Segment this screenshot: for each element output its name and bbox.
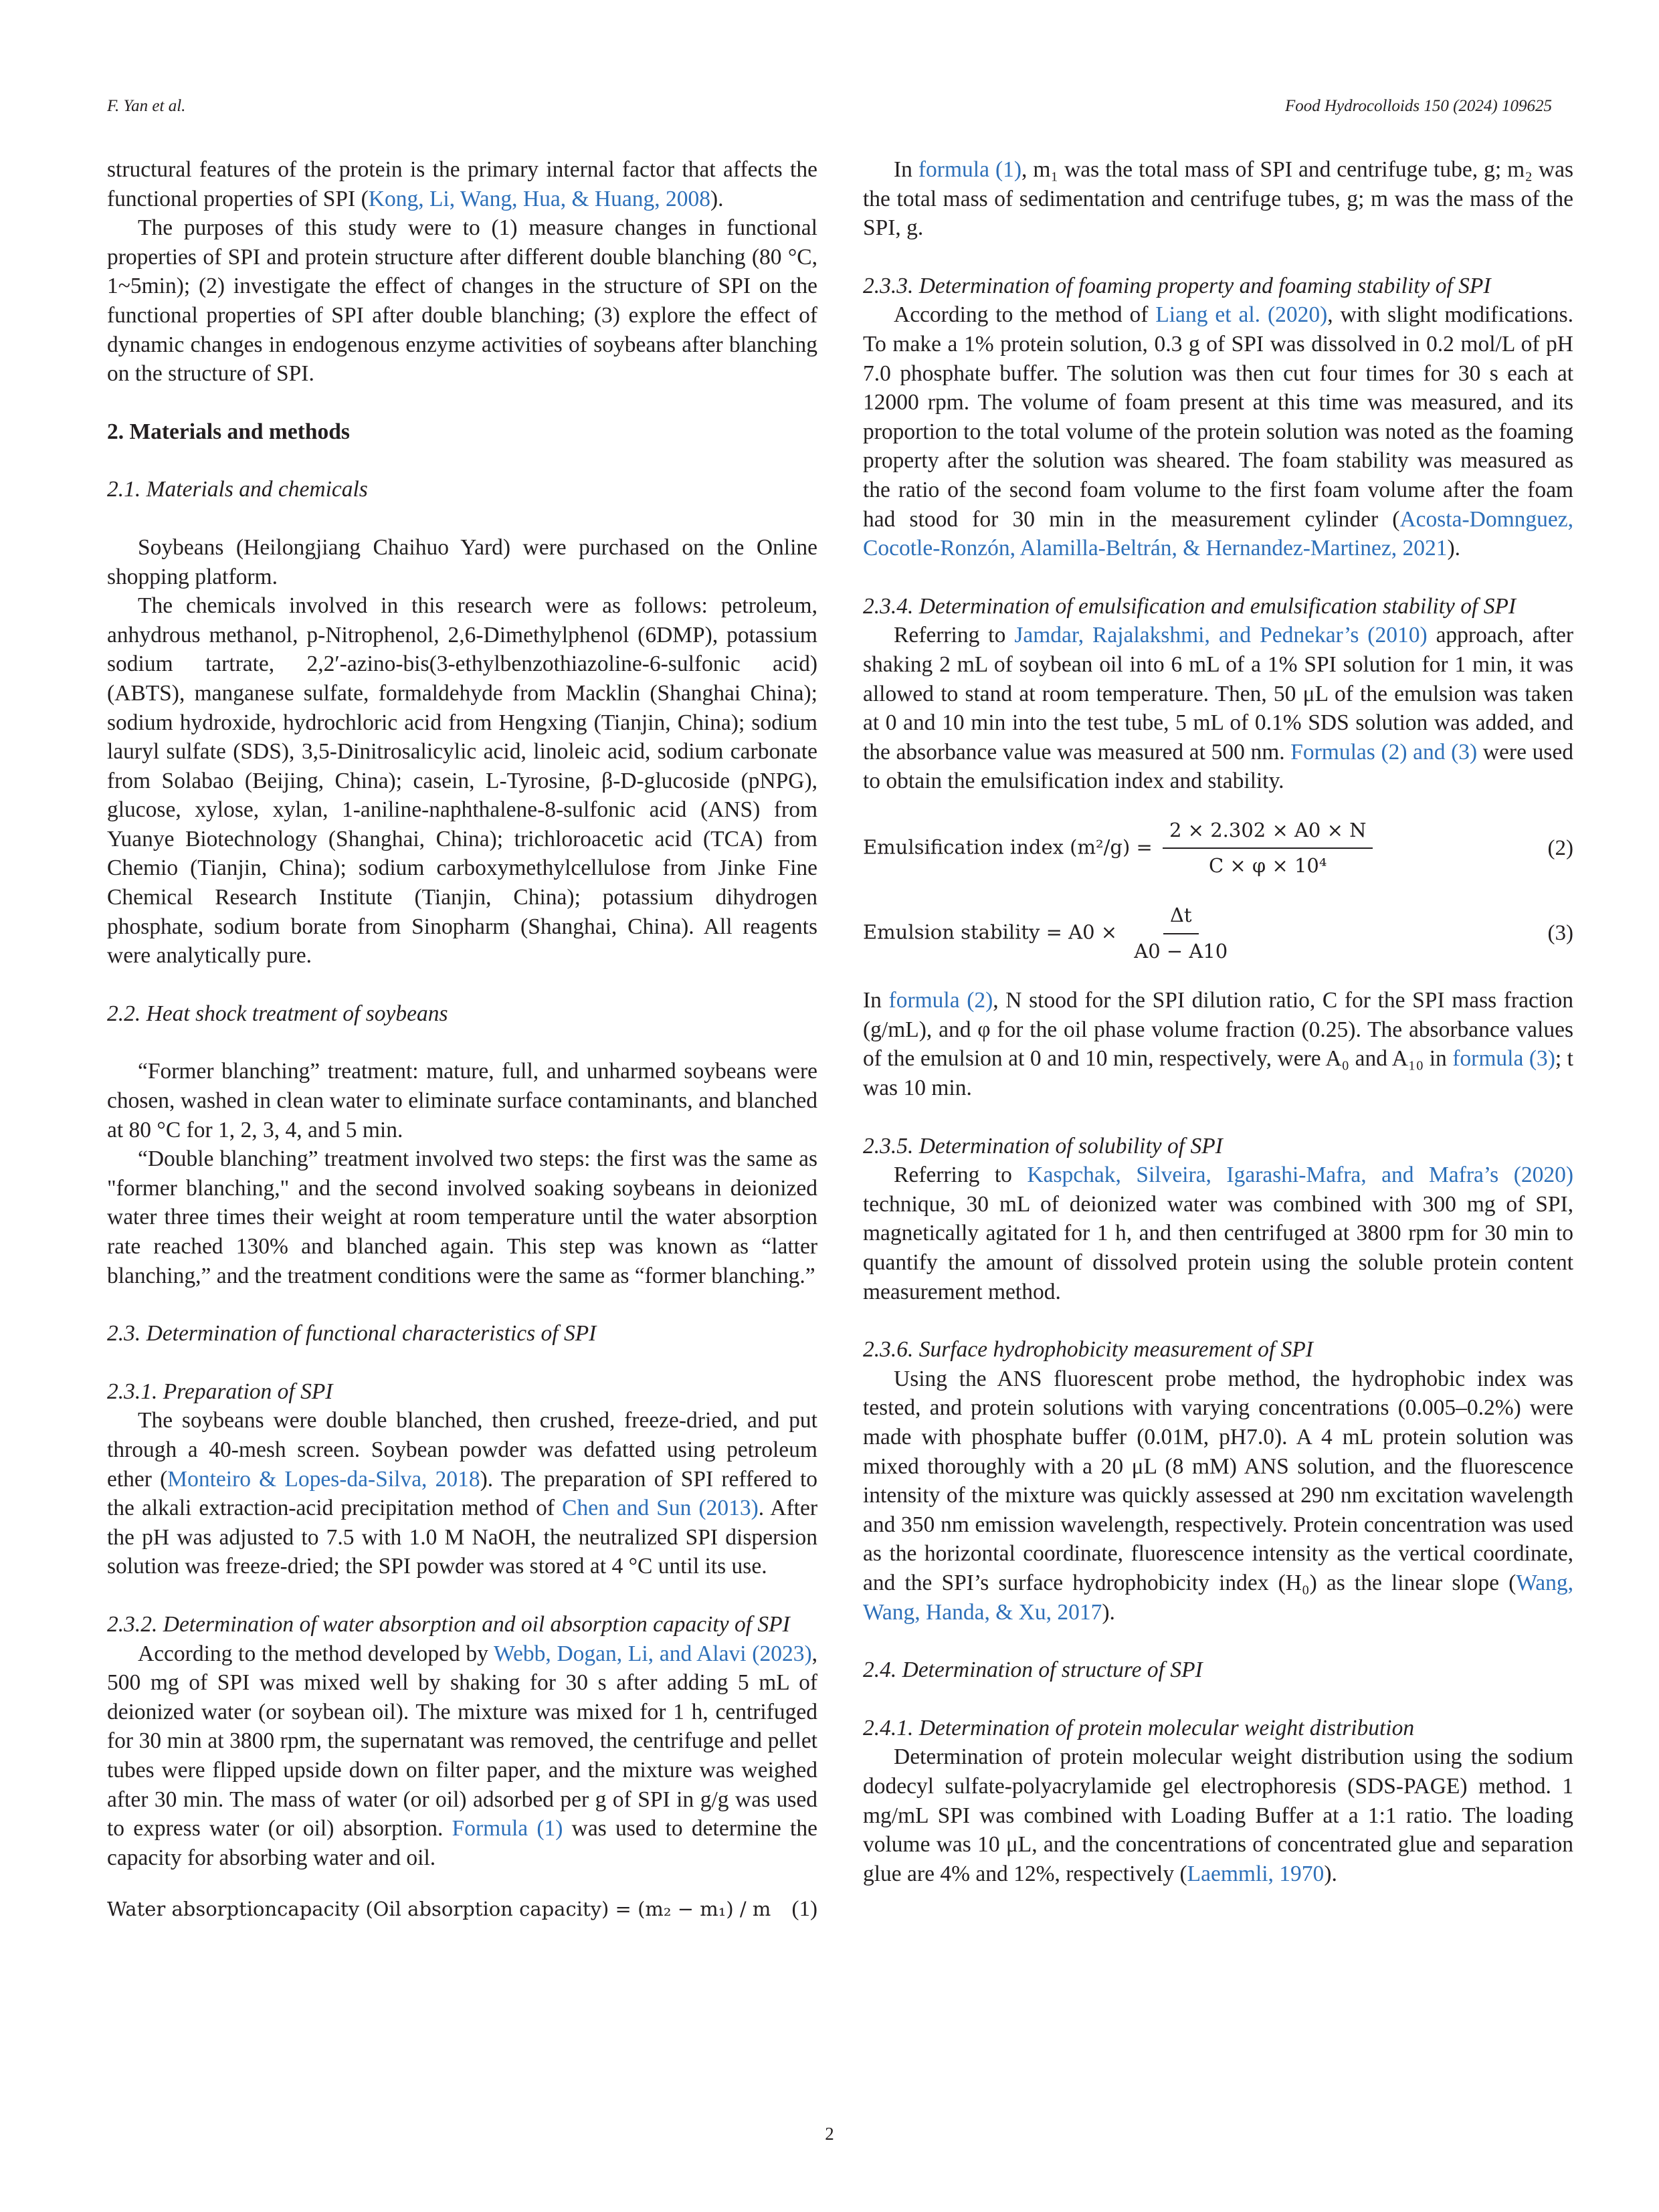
materials-paragraph-2: The chemicals involved in this research … (107, 593, 817, 969)
left-column: structural features of the protein is th… (107, 155, 817, 1944)
subsubsection-heading: 2.3.3. Determination of foaming property… (863, 273, 1491, 298)
citation-link[interactable]: Kong, Li, Wang, Hua, & Huang, 2008 (368, 186, 710, 211)
subsection-heading: 2.4. Determination of structure of SPI (863, 1657, 1203, 1683)
intro-paragraph-1: structural features of the protein is th… (107, 157, 817, 211)
citation-link[interactable]: Liang et al. (2020) (1155, 302, 1328, 328)
equation-2: Emulsification index (m²/g) = 2 × 2.302 … (863, 816, 1573, 881)
formula-link[interactable]: formula (1) (918, 157, 1022, 182)
emulsification-paragraph: Referring to Jamdar, Rajalakshmi, and Pe… (863, 623, 1574, 794)
subsection-heading: 2.1. Materials and chemicals (107, 477, 368, 502)
materials-paragraph-1: Soybeans (Heilongjiang Chaihuo Yard) wer… (107, 534, 817, 589)
equation-2-number: (2) (1547, 835, 1573, 860)
citation-link[interactable]: Laemmli, 1970 (1187, 1861, 1325, 1886)
equation-2-expression: Emulsification index (m²/g) = 2 × 2.302 … (863, 816, 1377, 881)
citation-link[interactable]: Webb, Dogan, Li, and Alavi (2023) (494, 1641, 812, 1666)
subsubsection-heading: 2.3.4. Determination of emulsification a… (863, 593, 1517, 619)
subsubsection-heading: 2.4.1. Determination of protein molecula… (863, 1715, 1415, 1740)
subsection-heading: 2.3. Determination of functional charact… (107, 1321, 597, 1346)
equation-1: Water absorptioncapacity (Oil absorption… (107, 1895, 817, 1924)
heat-paragraph-2: “Double blanching” treatment involved tw… (107, 1146, 817, 1288)
foaming-paragraph: According to the method of Liang et al. … (863, 302, 1573, 561)
subsection-heading: 2.2. Heat shock treatment of soybeans (107, 1001, 448, 1026)
page-number: 2 (825, 2124, 834, 2144)
subsubsection-heading: 2.3.6. Surface hydrophobicity measuremen… (863, 1337, 1313, 1363)
subsubsection-heading: 2.3.5. Determination of solubility of SP… (863, 1133, 1223, 1159)
water-absorption-paragraph: According to the method developed by Web… (107, 1641, 817, 1870)
formula-link[interactable]: formula (3) (1452, 1046, 1555, 1072)
preparation-paragraph: The soybeans were double blanched, then … (107, 1408, 818, 1579)
formula-link[interactable]: formula (2) (888, 988, 993, 1013)
subsubsection-heading: 2.3.2. Determination of water absorption… (107, 1611, 790, 1637)
molecular-weight-paragraph: Determination of protein molecular weigh… (863, 1744, 1573, 1886)
citation-link[interactable]: Jamdar, Rajalakshmi, and Pednekar’s (201… (1014, 623, 1428, 648)
formula-link[interactable]: Formula (1) (452, 1816, 563, 1841)
equation-1-number: (1) (791, 1897, 817, 1922)
intro-paragraph-2: The purposes of this study were to (1) m… (107, 215, 817, 387)
hydrophobicity-paragraph: Using the ANS fluorescent probe method, … (863, 1366, 1573, 1625)
section-heading: 2. Materials and methods (107, 419, 350, 444)
solubility-paragraph: Referring to Kaspchak, Silveira, Igarash… (863, 1163, 1574, 1304)
formula-1-explanation: In formula (1), m₁ was the total mass of… (863, 157, 1574, 241)
subsubsection-heading: 2.3.1. Preparation of SPI (107, 1379, 333, 1404)
equation-3-number: (3) (1547, 920, 1573, 945)
running-header-authors: F. Yan et al. (107, 97, 186, 115)
citation-link[interactable]: Acosta-Domnguez, Cocotle-Ronzón, Alamill… (863, 506, 1573, 561)
right-column: In formula (1), m₁ was the total mass of… (863, 155, 1573, 1888)
running-header-journal: Food Hydrocolloids 150 (2024) 109625 (1284, 97, 1552, 115)
heat-paragraph-1: “Former blanching” treatment: mature, fu… (107, 1059, 817, 1142)
formula-link[interactable]: Formulas (2) and (3) (1290, 739, 1478, 765)
citation-link[interactable]: Kaspchak, Silveira, Igarashi-Mafra, and … (1027, 1163, 1574, 1188)
citation-link[interactable]: Wang, Wang, Handa, & Xu, 2017 (863, 1570, 1573, 1625)
citation-link[interactable]: Monteiro & Lopes-da-Silva, 2018 (167, 1466, 480, 1492)
formula-2-3-explanation: In formula (2), N stood for the SPI dilu… (863, 988, 1574, 1101)
citation-link[interactable]: Chen and Sun (2013) (562, 1496, 759, 1521)
equation-1-expression: Water absorptioncapacity (Oil absorption… (107, 1898, 771, 1921)
